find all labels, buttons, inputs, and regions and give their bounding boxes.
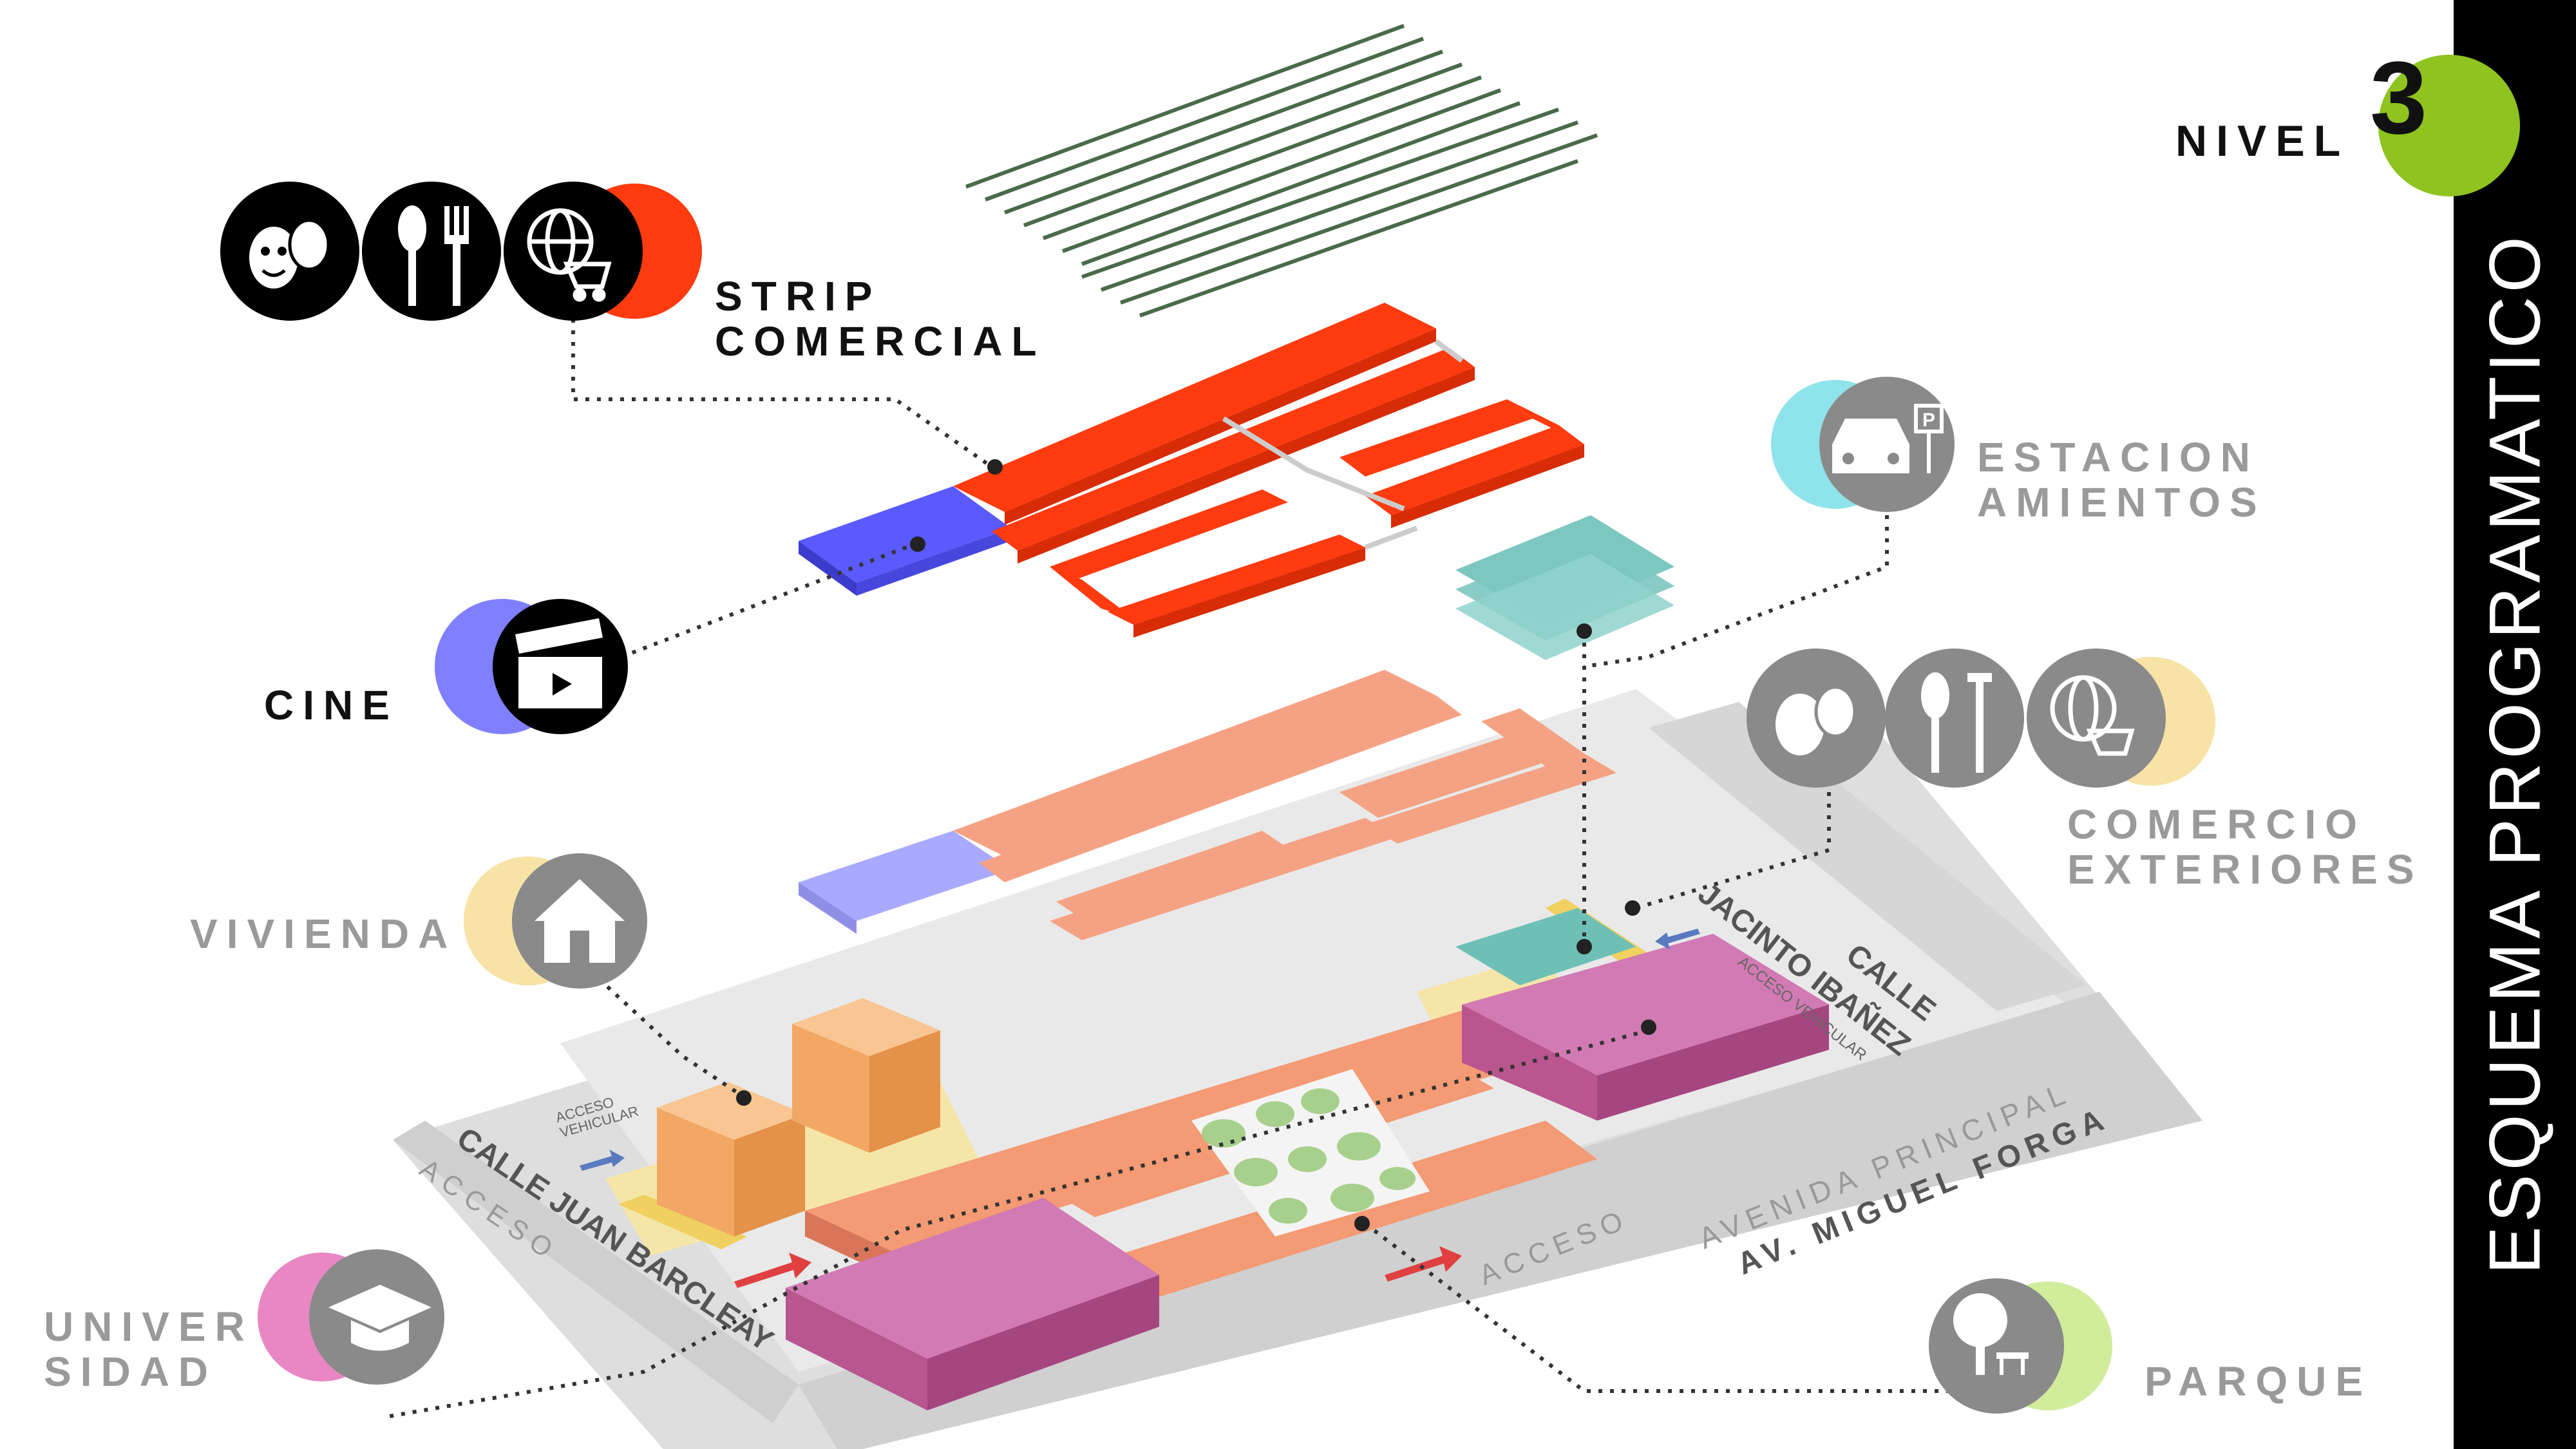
label-comercio: COMERCIO EXTERIORES — [2067, 802, 2423, 893]
housing-tower-2 — [792, 998, 940, 1153]
label-estacionamientos: ESTACION AMIENTOS — [1977, 435, 2266, 526]
clapperboard-icon — [515, 618, 603, 708]
fork-spoon-icon — [398, 205, 469, 306]
bottom-avenue — [799, 992, 2202, 1449]
left-street — [393, 1121, 799, 1423]
sidebar-panel — [2454, 0, 2576, 1449]
label-estacionamientos-line1: ESTACION — [1977, 434, 2259, 480]
label-universidad: UNIVER SIDAD — [44, 1304, 254, 1395]
label-comercio-line2: EXTERIORES — [2067, 846, 2423, 893]
park-tree-bench-icon — [1953, 1293, 2029, 1375]
leader-dots — [736, 459, 1656, 1231]
theater-masks-icon — [249, 218, 330, 289]
globe-cart-icon — [2050, 675, 2135, 756]
yellow-strip-left — [618, 1195, 747, 1249]
access-arrows — [580, 929, 1700, 1288]
label-universidad-line1: UNIVER — [44, 1303, 254, 1350]
ground-parking — [1455, 908, 1636, 985]
cinema-block — [799, 486, 1011, 583]
label-parque: PARQUE — [2145, 1358, 2372, 1405]
parking-stack — [1455, 515, 1674, 660]
level-number: 3 — [2370, 40, 2427, 155]
right-street — [1649, 702, 2087, 1011]
label-universidad-line2: SIDAD — [44, 1349, 218, 1396]
leader-lines — [386, 319, 1996, 1419]
level-3-plan — [799, 303, 1584, 638]
fork-spoon-icon — [1921, 672, 1992, 773]
label-strip-line2: COMERCIAL — [715, 318, 1046, 365]
level-badge — [2378, 55, 2520, 196]
globe-cart-icon — [527, 208, 612, 302]
graduation-cap-icon — [328, 1285, 431, 1351]
label-estacionamientos-line2: AMIENTOS — [1977, 479, 2266, 526]
solar-panels — [965, 24, 1598, 317]
label-cine: CINE — [264, 682, 399, 728]
svg-text:P: P — [1922, 410, 1935, 431]
level-label: NIVEL — [2175, 117, 2350, 166]
theater-masks-icon — [1776, 685, 1857, 755]
park-trees — [1202, 1088, 1416, 1224]
housing-tower-1 — [657, 1082, 805, 1236]
label-strip: STRIP COMERCIAL — [715, 274, 1046, 365]
parque-icon-group — [1929, 1278, 2112, 1414]
car-parking-icon: P — [1832, 404, 1944, 473]
label-strip-line1: STRIP — [715, 273, 882, 319]
level-2-plan — [799, 670, 1616, 940]
university-block-front — [786, 1198, 1159, 1410]
page-title: ESQUEMA PROGRAMATICO — [2474, 232, 2555, 1274]
label-vivienda: VIVIENDA — [190, 911, 457, 957]
house-icon — [535, 879, 625, 963]
label-comercio-line1: COMERCIO — [2067, 801, 2366, 848]
